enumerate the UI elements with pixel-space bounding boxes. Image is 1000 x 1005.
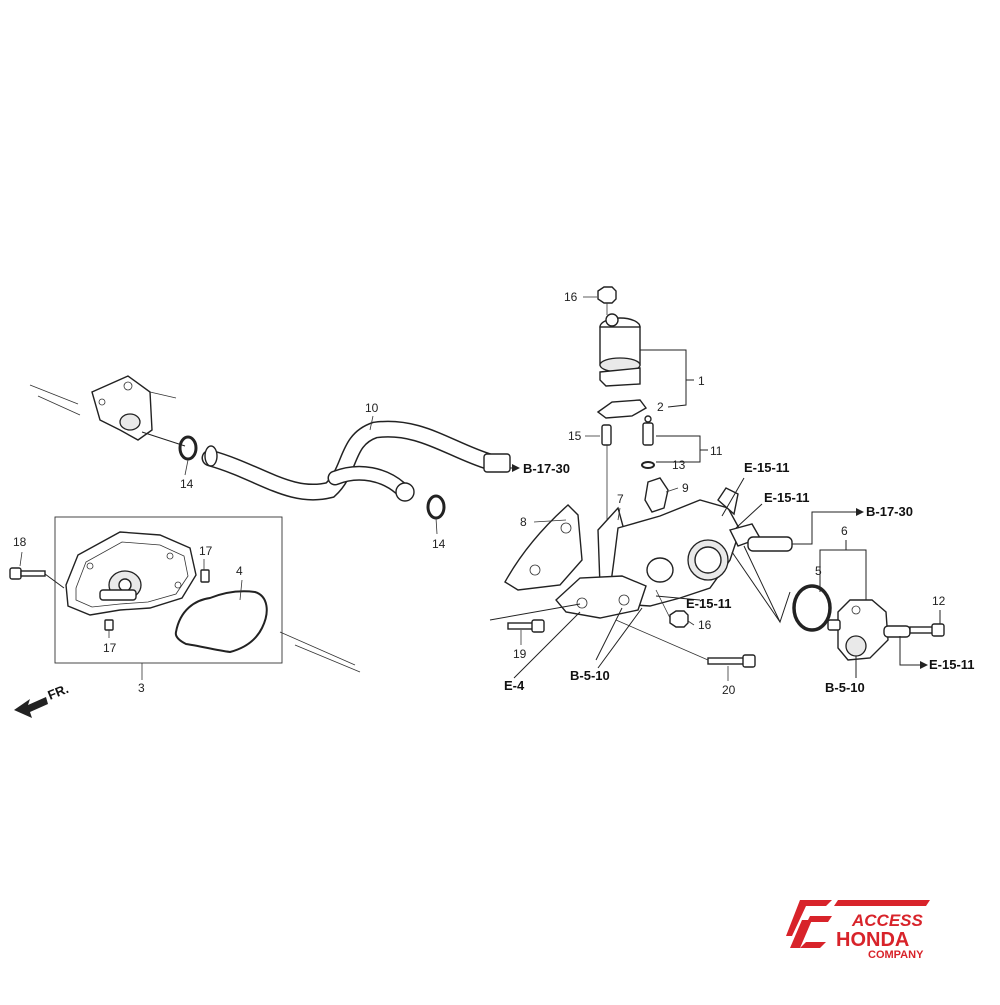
- callout-18: 18: [13, 535, 27, 549]
- o-ring-left: [178, 435, 198, 461]
- ref-e-4: E-4: [504, 678, 525, 693]
- valve-gasket: [596, 399, 648, 419]
- water-pipe: [201, 420, 511, 502]
- bolt-19: [507, 619, 545, 633]
- front-direction-arrow-icon: [14, 697, 48, 718]
- callout-9: 9: [682, 481, 689, 495]
- engine-block-fragment: [29, 375, 177, 441]
- thermostat-cover: [827, 599, 911, 661]
- bolt-12: [909, 623, 945, 637]
- callout-5: 5: [815, 564, 822, 578]
- nut-16-lower: [669, 610, 689, 628]
- callout-10: 10: [365, 401, 379, 415]
- ref-b-5-10-right: B-5-10: [825, 680, 865, 695]
- temp-sensor: [642, 415, 654, 446]
- sensor-15: [601, 424, 612, 446]
- direction-label: FR.: [46, 681, 71, 703]
- pump-gasket: [174, 590, 268, 654]
- callout-16b: 16: [698, 618, 712, 632]
- callout-17a: 17: [199, 544, 213, 558]
- callout-14a: 14: [180, 477, 194, 491]
- callout-16a: 16: [564, 290, 578, 304]
- ref-e-15-11-right: E-15-11: [929, 657, 975, 672]
- callout-20: 20: [722, 683, 736, 697]
- brand-line-2: HONDA: [836, 929, 909, 951]
- brand-line-1: ACCESS: [851, 911, 924, 930]
- water-pump: [65, 531, 197, 616]
- access-honda-logo: ACCESS HONDA COMPANY: [786, 900, 930, 961]
- valve-assembly: [599, 313, 641, 387]
- thermostat-gasket: [792, 584, 832, 632]
- mounting-flange: [555, 575, 647, 619]
- callout-6: 6: [841, 524, 848, 538]
- callout-8: 8: [520, 515, 527, 529]
- thermostat-housing: [609, 487, 793, 607]
- gasket-9: [644, 477, 669, 513]
- dowel-pin-lower: [104, 619, 114, 631]
- ref-e-15-11-lower: E-15-11: [686, 596, 732, 611]
- ref-b-5-10-center: B-5-10: [570, 668, 610, 683]
- bolt-20: [707, 654, 756, 668]
- callout-13: 13: [672, 458, 686, 472]
- callout-17b: 17: [103, 641, 117, 655]
- brand-line-3: COMPANY: [868, 949, 924, 961]
- callout-11: 11: [710, 444, 723, 458]
- top-nut: [597, 286, 617, 304]
- callout-4: 4: [236, 564, 243, 578]
- water-pump-box: [54, 516, 283, 664]
- dowel-pin-upper: [200, 569, 210, 583]
- callout-15: 15: [568, 429, 582, 443]
- o-ring-right: [426, 494, 446, 520]
- ref-b-17-30-pipe: B-17-30: [523, 461, 570, 476]
- gasket-8: [504, 504, 583, 591]
- ref-b-17-30-right: B-17-30: [866, 504, 913, 519]
- callout-12: 12: [932, 594, 946, 608]
- o-ring-13: [641, 461, 655, 469]
- callout-14b: 14: [432, 537, 446, 551]
- ref-e-15-11-top: E-15-11: [744, 460, 790, 475]
- callout-7: 7: [617, 492, 624, 506]
- callout-19: 19: [513, 647, 527, 661]
- callout-2: 2: [657, 400, 664, 414]
- ref-e-15-11-mid: E-15-11: [764, 490, 810, 505]
- callout-3: 3: [138, 681, 145, 695]
- pump-bolt: [9, 567, 46, 580]
- callout-1: 1: [698, 374, 705, 388]
